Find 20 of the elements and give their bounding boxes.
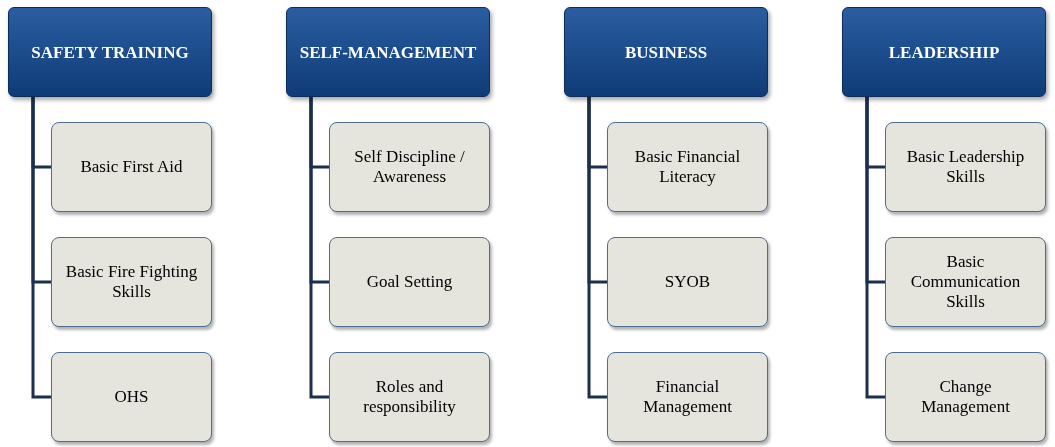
connector-line: [309, 97, 329, 399]
category-box: BUSINESS: [564, 7, 768, 97]
skill-box: Basic First Aid: [51, 122, 212, 212]
skill-box: Roles and responsibility: [329, 352, 490, 442]
skill-box: Basic Financial Literacy: [607, 122, 768, 212]
connector-line: [587, 97, 607, 399]
skill-box: Basic Leadership Skills: [885, 122, 1046, 212]
category-box: SAFETY TRAINING: [8, 7, 212, 97]
category-box: LEADERSHIP: [842, 7, 1046, 97]
skill-box: Change Management: [885, 352, 1046, 442]
skill-box: SYOB: [607, 237, 768, 327]
connector-line: [865, 97, 885, 399]
skill-box: Goal Setting: [329, 237, 490, 327]
skill-box: Basic Communication Skills: [885, 237, 1046, 327]
skill-box: Basic Fire Fighting Skills: [51, 237, 212, 327]
skill-box: OHS: [51, 352, 212, 442]
skill-box: Self Discipline / Awareness: [329, 122, 490, 212]
connector-line: [31, 97, 51, 399]
category-box: SELF-MANAGEMENT: [286, 7, 490, 97]
skill-box: Financial Management: [607, 352, 768, 442]
